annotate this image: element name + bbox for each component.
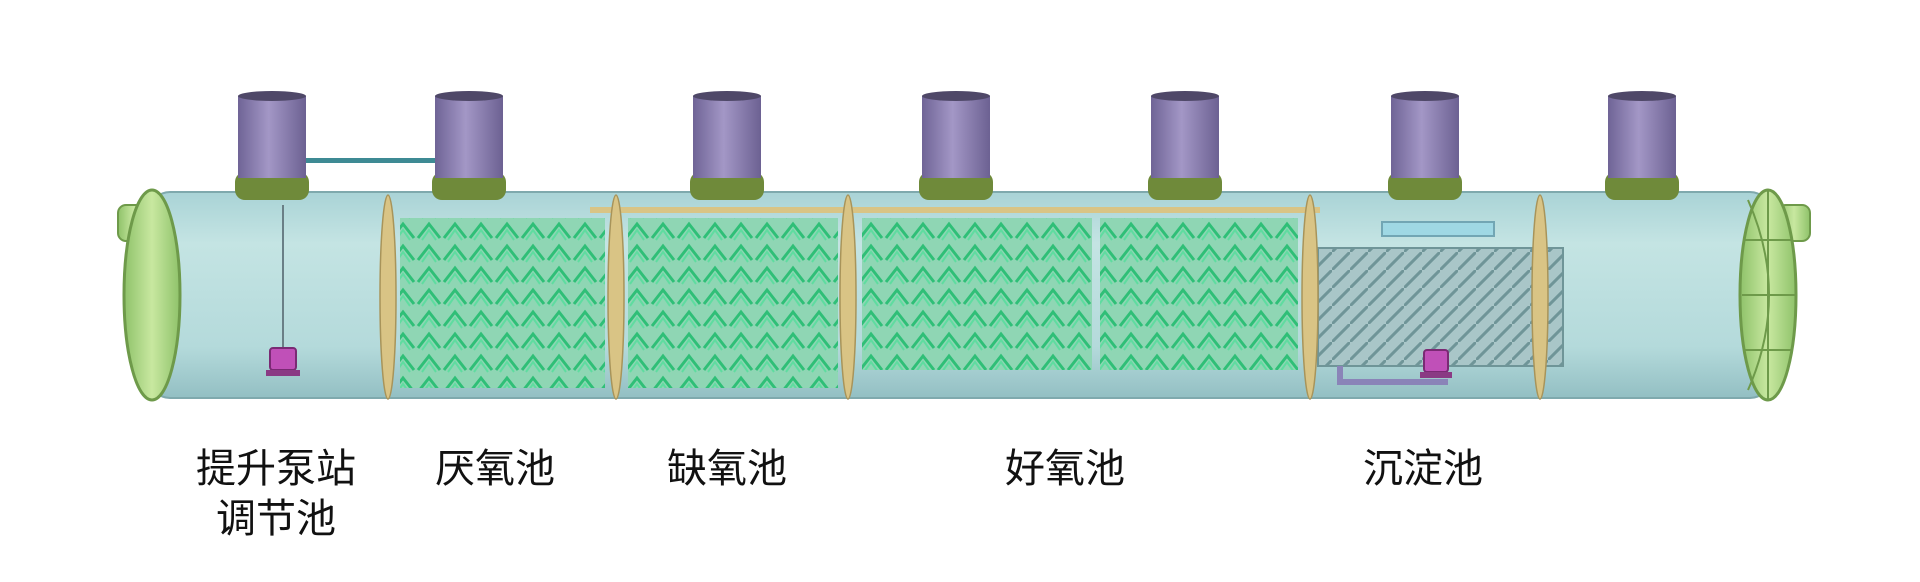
media-anaerobic — [400, 218, 605, 388]
riser-4 — [919, 91, 993, 200]
settling-top-tray — [1381, 221, 1495, 237]
label-line: 沉淀池 — [1363, 446, 1483, 492]
settling-plates — [1317, 247, 1564, 367]
riser-2 — [432, 91, 506, 200]
return-pipe — [1337, 366, 1448, 385]
left-end-cap — [122, 188, 182, 402]
riser-7 — [1605, 91, 1679, 200]
label-anoxic-tank: 缺氧池 — [662, 444, 792, 494]
lift-pump-icon — [266, 347, 300, 376]
label-aerobic-tank: 好氧池 — [1000, 444, 1130, 494]
label-sedimentation-tank: 沉淀池 — [1358, 444, 1488, 494]
right-end-cap-ribs — [1742, 190, 1795, 400]
riser-5 — [1148, 91, 1222, 200]
partition-1 — [379, 194, 397, 400]
partition-5 — [1531, 194, 1549, 400]
partition-2 — [607, 194, 625, 400]
label-line: 好氧池 — [1005, 446, 1125, 492]
riser-6 — [1388, 91, 1462, 200]
label-lift-station: 提升泵站 调节池 — [196, 444, 356, 544]
riser-connector — [303, 158, 443, 163]
riser-3 — [690, 91, 764, 200]
media-aerobic-1 — [862, 218, 1092, 370]
top-rail — [590, 207, 1320, 213]
media-anoxic — [628, 218, 838, 388]
risers — [235, 91, 1679, 200]
sludge-pump-icon — [1420, 349, 1452, 378]
label-line: 调节池 — [216, 496, 336, 542]
partition-4 — [1301, 194, 1319, 400]
label-line: 缺氧池 — [667, 446, 787, 492]
partition-3 — [839, 194, 857, 400]
label-anaerobic-tank: 厌氧池 — [430, 444, 560, 494]
media-aerobic-2 — [1100, 218, 1298, 370]
partitions — [379, 194, 1549, 400]
label-line: 厌氧池 — [435, 446, 555, 492]
riser-1 — [235, 91, 309, 200]
label-line: 提升泵站 — [196, 446, 356, 492]
